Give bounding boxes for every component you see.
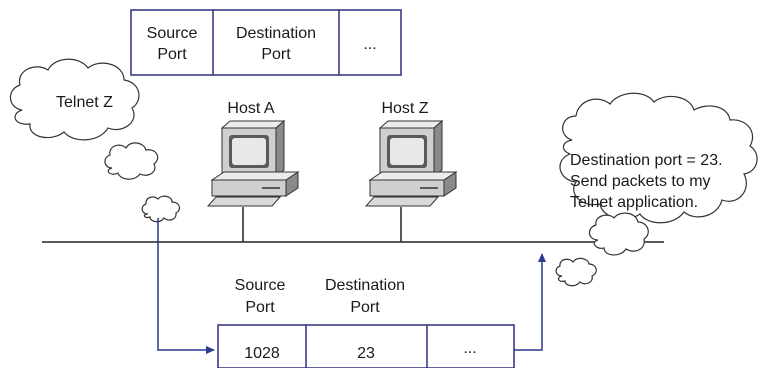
top-destination-label-1: Destination	[236, 25, 316, 42]
host-z-label: Host Z	[381, 100, 428, 117]
packet-destination-value: 23	[357, 345, 375, 362]
top-ellipsis-label: ...	[363, 36, 376, 53]
packet-box: 1028 23 ...	[217, 324, 515, 368]
speech-line-2: Send packets to my	[570, 173, 711, 190]
packet-source-label-1: Source	[235, 277, 286, 294]
arrow-to-host-z	[514, 253, 546, 351]
host-z: Host Z	[364, 100, 458, 242]
packet-source-value: 1028	[244, 345, 280, 362]
telnet-label: Telnet Z	[56, 94, 113, 111]
host-z-computer-icon	[364, 119, 458, 242]
host-a: Host A	[206, 100, 300, 242]
speech-thought-cloud: Destination port = 23. Send packets to m…	[555, 92, 758, 287]
top-header-table: Source Port Destination Port ...	[130, 9, 402, 76]
top-source-label-1: Source	[147, 25, 198, 42]
packet-ellipsis-value: ...	[463, 340, 476, 357]
packet-destination-label-2: Port	[350, 299, 380, 316]
speech-line-1: Destination port = 23.	[570, 152, 723, 169]
speech-cloud-bubble-medium	[588, 212, 649, 256]
packet-source-label-2: Port	[245, 299, 275, 316]
arrow-to-packet	[157, 218, 215, 354]
packet-destination-label-1: Destination	[325, 277, 405, 294]
top-destination-label-2: Port	[261, 46, 291, 63]
telnet-thought-cloud: Telnet Z	[9, 58, 181, 223]
telnet-cloud-bubble-medium	[104, 142, 159, 180]
host-a-label: Host A	[227, 100, 274, 117]
top-source-label-2: Port	[157, 46, 187, 63]
speech-cloud-bubble-small	[555, 257, 597, 287]
packet-header-labels: Source Port Destination Port	[235, 277, 405, 316]
telnet-cloud-bubble-small	[141, 195, 181, 223]
host-a-computer-icon	[206, 119, 300, 242]
speech-line-3: Telnet application.	[570, 194, 698, 211]
